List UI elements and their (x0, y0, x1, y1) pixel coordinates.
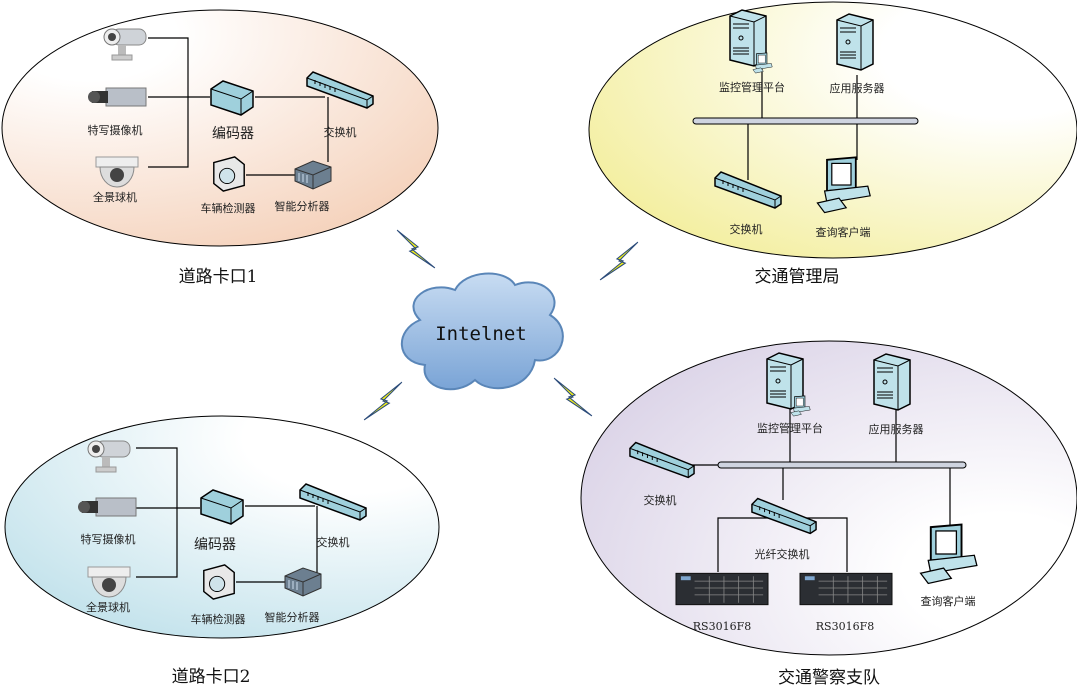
analyzer-label: 智能分析器 (265, 610, 320, 624)
zone-title: 道路卡口1 (179, 267, 258, 287)
cloud-label: Intelnet (435, 323, 527, 345)
zone-checkpoint2 (4, 415, 440, 639)
lightning-icon (363, 381, 403, 421)
detector-label: 车辆检测器 (191, 612, 246, 626)
storage-array-icon (799, 572, 893, 606)
storage-array-icon (675, 572, 769, 606)
app-server-label: 应用服务器 (869, 422, 924, 436)
zone-title: 交通管理局 (755, 267, 840, 287)
closeup-camera-label: 特写摄像机 (81, 532, 136, 546)
zone-checkpoint1 (1, 9, 439, 247)
network-bus (692, 117, 919, 125)
lightning-icon (396, 229, 436, 269)
storage-label: RS3016F8 (816, 620, 874, 633)
server-icon (836, 13, 874, 71)
closeup-camera-label: 特写摄像机 (88, 123, 143, 137)
lightning-icon (553, 377, 593, 417)
switch-label: 交换机 (730, 222, 763, 236)
vehicle-detector-icon (213, 156, 245, 192)
monitor-platform-label: 监控管理平台 (757, 421, 823, 435)
monitor-platform-label: 监控管理平台 (719, 80, 785, 94)
storage-label: RS3016F8 (693, 620, 751, 633)
switch-label: 交换机 (324, 125, 357, 139)
zone-title: 交通警察支队 (778, 668, 880, 688)
vehicle-detector-icon (203, 564, 235, 600)
app-server-label: 应用服务器 (830, 81, 885, 95)
internet-cloud-icon (400, 272, 564, 391)
query-client-label: 查询客户端 (921, 594, 976, 608)
dome-camera-label: 全景球机 (93, 190, 137, 204)
switch-label: 交换机 (644, 493, 677, 507)
encoder-label: 编码器 (194, 537, 236, 553)
encoder-label: 编码器 (212, 126, 254, 142)
switch-label: 交换机 (317, 535, 350, 549)
dome-camera-label: 全景球机 (86, 600, 130, 614)
lightning-icon (599, 241, 639, 281)
query-client-label: 查询客户端 (816, 225, 871, 239)
zone-traffic-bureau (588, 1, 1077, 259)
analyzer-label: 智能分析器 (275, 199, 330, 213)
network-bus (717, 461, 967, 469)
server-icon (873, 353, 911, 411)
fiber-switch-label: 光纤交换机 (755, 547, 810, 561)
zone-title: 道路卡口2 (172, 667, 251, 687)
detector-label: 车辆检测器 (201, 201, 256, 215)
